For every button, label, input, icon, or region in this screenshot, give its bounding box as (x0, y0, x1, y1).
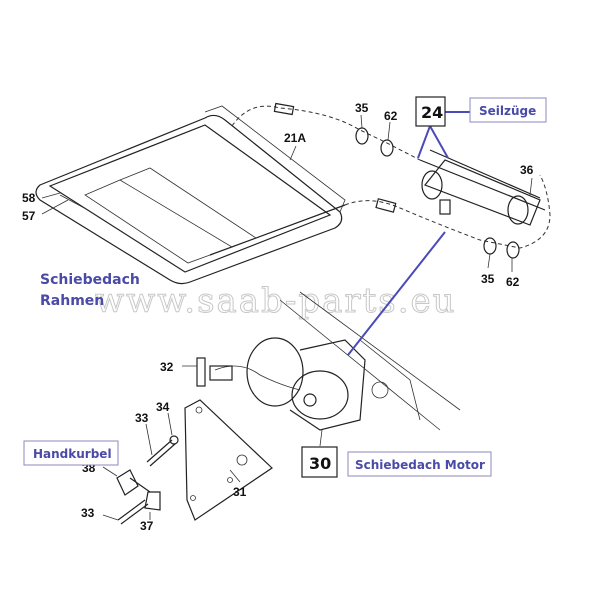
cable-sleeve-top (273, 102, 295, 116)
bolt-33-top (146, 439, 176, 467)
cables-arrows (417, 125, 449, 159)
part-35-bottom: 35 (481, 272, 495, 286)
callout-cables-box (469, 97, 547, 123)
bolt-33-bottom (117, 499, 149, 525)
washer-34 (169, 435, 179, 445)
part-37: 37 (140, 519, 154, 533)
clip-35-bottom (483, 237, 497, 255)
cable-sleeve-bottom (375, 198, 397, 213)
callout-motor: Schiebedach Motor (355, 458, 485, 472)
callout-frame-line1: Schiebedach (40, 272, 140, 288)
part-36: 36 (520, 163, 534, 177)
cap-62-bottom (506, 241, 520, 259)
bolt-32 (196, 357, 206, 387)
part-30: 30 (309, 454, 331, 473)
leader-lines (41, 114, 533, 521)
cable-bottom (344, 174, 551, 249)
part-32: 32 (160, 360, 174, 374)
part-24-box (415, 96, 446, 127)
sunroof-frame (35, 105, 346, 285)
part-33-bottom: 33 (81, 506, 95, 520)
crank-part-37 (144, 491, 161, 511)
callout-cables: Seilzüge (479, 104, 536, 118)
part-35-top: 35 (355, 101, 369, 115)
part-34: 34 (156, 400, 170, 414)
part-33-top: 33 (135, 411, 149, 425)
clip-35-top (355, 127, 369, 145)
callout-frame-line2: Rahmen (40, 293, 104, 309)
part-21A: 21A (284, 131, 306, 145)
part-58: 58 (22, 191, 36, 205)
cable-top (231, 105, 421, 161)
part-24: 24 (421, 103, 443, 122)
callout-crank: Handkurbel (33, 447, 112, 461)
callout-crank-box (23, 440, 119, 466)
sunroof-motor (209, 291, 461, 431)
callout-motor-box (347, 451, 492, 477)
drive-unit (419, 149, 546, 226)
motor-connector (347, 231, 446, 356)
part-30-box (301, 446, 338, 478)
part-62-bottom: 62 (506, 275, 520, 289)
part-31: 31 (233, 485, 247, 499)
bracket-31 (184, 399, 273, 521)
crank-part-38 (116, 469, 151, 496)
part-62-top: 62 (384, 109, 398, 123)
part-57: 57 (22, 209, 36, 223)
watermark: www.saab-parts.eu (95, 281, 457, 321)
cap-62-top (380, 139, 394, 157)
